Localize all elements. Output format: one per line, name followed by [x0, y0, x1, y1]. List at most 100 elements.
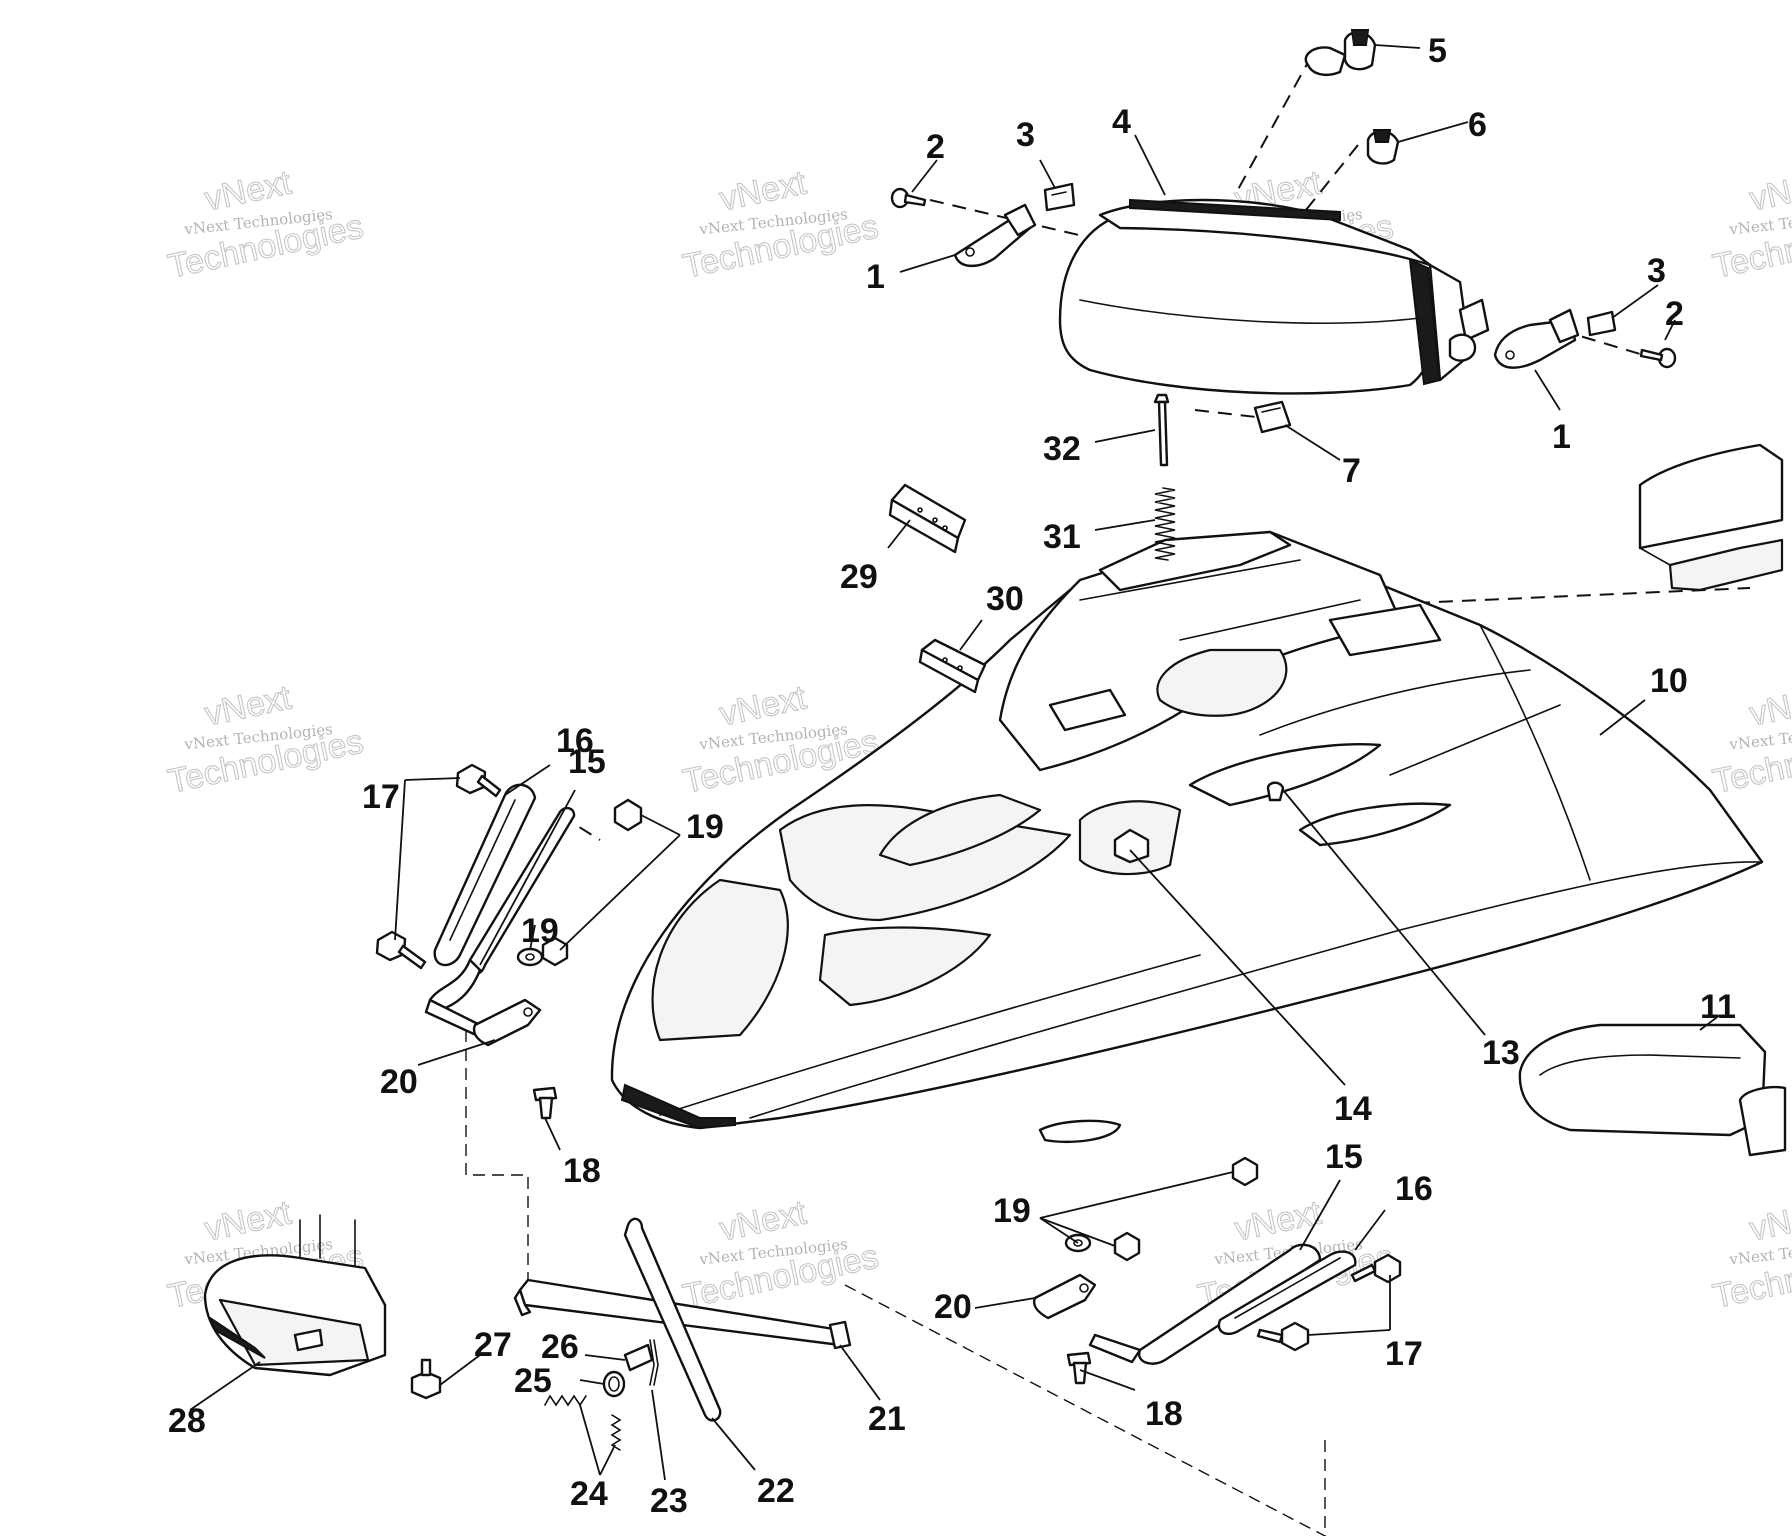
nut-19-left-1	[613, 798, 643, 832]
callout-1: 1	[1552, 418, 1571, 456]
nut-19-right-2	[1113, 1231, 1141, 1262]
callout-17: 17	[1385, 1335, 1423, 1373]
bolt-17-right-bottom	[1256, 1321, 1310, 1352]
hood-crease-line	[749, 861, 1763, 1119]
headlight-mount-post	[1458, 298, 1490, 342]
hood-nose-vent-left	[651, 878, 789, 1042]
callout-2: 2	[926, 128, 945, 166]
callout-31: 31	[1043, 518, 1081, 556]
callout-13: 13	[1482, 1034, 1520, 1072]
watermark-tile: vNext Technologies vNext Technologies	[164, 163, 367, 287]
callout-16: 16	[1395, 1170, 1433, 1208]
callout-28: 28	[168, 1402, 206, 1440]
callout-3: 3	[1647, 252, 1666, 290]
callout-20: 20	[380, 1063, 418, 1101]
washer-19-left	[516, 947, 544, 967]
callout-11: 11	[1700, 988, 1736, 1026]
svg-text:vNext: vNext	[1746, 163, 1792, 218]
callout-20: 20	[934, 1288, 972, 1326]
watermark-tile: vNext Technologies vNext Technologies	[1709, 163, 1792, 287]
clip-7	[1253, 400, 1292, 434]
svg-text:vNext: vNext	[1746, 678, 1792, 733]
screw-18-left	[532, 1086, 558, 1120]
spring-31	[1154, 487, 1176, 561]
latch-20-left	[472, 998, 542, 1047]
svg-text:vNext: vNext	[1746, 1193, 1792, 1248]
foam-pad-30	[918, 638, 987, 694]
callout-7: 7	[1342, 452, 1361, 490]
callout-29: 29	[840, 558, 878, 596]
hood-nose-bumper	[620, 1083, 736, 1130]
callout-10: 10	[1650, 662, 1688, 700]
fastener-13	[1266, 781, 1285, 802]
clip-nut-left	[1043, 182, 1076, 212]
callout-18: 18	[1145, 1395, 1183, 1433]
headlight-rear-knob	[1448, 333, 1477, 362]
callout-22: 22	[757, 1472, 795, 1510]
callout-1: 1	[866, 258, 885, 296]
callout-3: 3	[1016, 116, 1035, 154]
watermark-tile: vNext Technologies vNext Technologies	[679, 163, 882, 287]
callout-16: 16	[556, 722, 594, 760]
bar-22	[623, 1217, 722, 1422]
nut-14	[1078, 800, 1182, 876]
clip-26	[623, 1343, 654, 1372]
trim-28	[203, 1214, 387, 1377]
foam-pad-29	[888, 483, 967, 554]
ring-25	[602, 1370, 626, 1398]
bulb-6	[1366, 129, 1400, 165]
callout-14: 14	[1334, 1090, 1372, 1128]
callout-30: 30	[986, 580, 1024, 618]
callout-19: 19	[686, 808, 724, 846]
callout-4: 4	[1112, 103, 1131, 141]
bracket-left	[953, 203, 1037, 268]
callout-21: 21	[868, 1400, 906, 1438]
latch-20-right	[1033, 1273, 1097, 1320]
hood-front-tab	[1038, 1119, 1122, 1144]
hood-lower-line	[659, 954, 1201, 1116]
callout-17: 17	[362, 778, 400, 816]
hood-trim-line	[1259, 669, 1531, 736]
screw-27	[410, 1358, 442, 1400]
cotter-pin-23	[649, 1339, 659, 1386]
callout-labels: 1 1 2 2 3 3 4 5 6 7 10 11 13 14 15 15 16…	[168, 32, 1736, 1520]
callout-19: 19	[521, 912, 559, 950]
watermark-tile: vNext Technologies vNext Technologies	[1709, 678, 1792, 802]
hood-rear-rail-2	[1179, 599, 1361, 641]
headlight-top-strip	[1129, 198, 1341, 222]
hood-latch-plate	[1048, 688, 1127, 732]
clip-nut-right	[1586, 310, 1617, 337]
plate-16-right	[1217, 1250, 1357, 1335]
hood-side-line	[1479, 624, 1591, 881]
nut-19-right-1	[1231, 1156, 1259, 1187]
bolt-17-right-top	[1350, 1253, 1402, 1284]
springs-24	[544, 1394, 622, 1451]
callout-25: 25	[514, 1362, 552, 1400]
hood-recess	[1156, 648, 1288, 717]
screw-right	[1639, 347, 1677, 369]
callout-5: 5	[1428, 32, 1447, 70]
callout-32: 32	[1043, 430, 1081, 468]
callout-19: 19	[993, 1192, 1031, 1230]
pin-32	[1153, 393, 1170, 467]
plate-16-left	[433, 783, 537, 967]
leader-lines	[189, 44, 1721, 1481]
hood-side-scoop-2	[1298, 802, 1452, 847]
callout-26: 26	[541, 1328, 579, 1366]
callout-27: 27	[474, 1326, 512, 1364]
bulb-with-socket	[1304, 29, 1377, 76]
rod-21	[513, 1278, 852, 1350]
watermark-tile: vNext Technologies vNext Technologies	[164, 678, 367, 802]
headlight-lens-line	[1079, 299, 1421, 324]
callout-18: 18	[563, 1152, 601, 1190]
hood-assembly	[610, 530, 1764, 1144]
screw-18-right	[1066, 1351, 1092, 1385]
bolt-17-left-top	[455, 763, 502, 798]
bracket-right	[1493, 308, 1580, 369]
assembly-dashed-lines	[465, 54, 1751, 1536]
hood-nose-vent-mid	[818, 926, 992, 1007]
watermark-tile: vNext Technologies vNext Technologies	[679, 1193, 882, 1317]
hood-rear-rail	[1079, 559, 1301, 601]
mounting-bracket-right-edge	[1638, 443, 1784, 592]
